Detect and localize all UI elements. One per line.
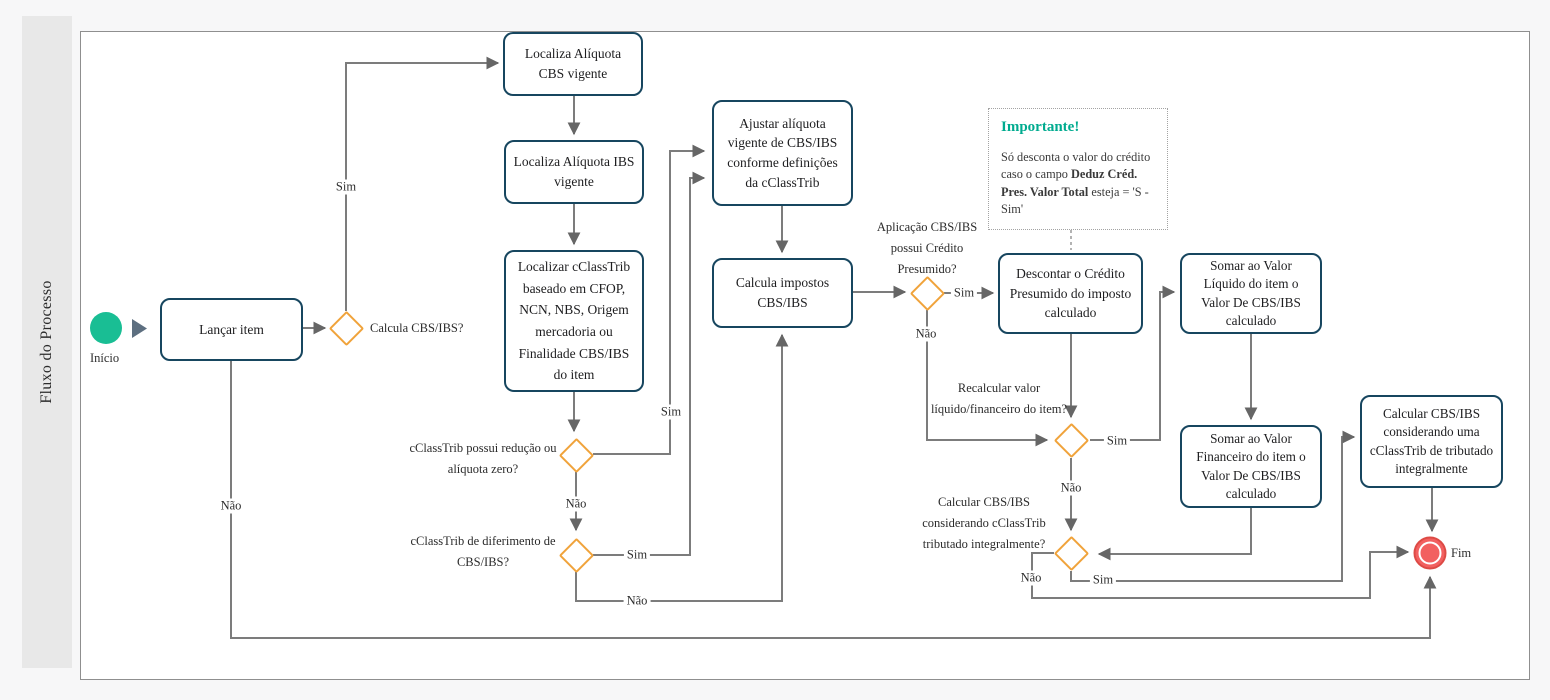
task-ajustar-aliquota: Ajustar alíquota vigente de CBS/IBS conf…	[712, 100, 853, 206]
question-tributado-integralmente: Calcular CBS/IBS considerando cClassTrib…	[922, 495, 1046, 551]
end-event-label: Fim	[1451, 546, 1472, 560]
task-calcular-cbs-ibs-integral: Calcular CBS/IBS considerando uma cClass…	[1360, 395, 1503, 488]
task-somar-valor-financeiro: Somar ao Valor Financeiro do item o Valo…	[1180, 425, 1322, 508]
edge-label-nao: Não	[217, 498, 245, 514]
task-somar-valor-liquido: Somar ao Valor Líquido do item o Valor D…	[1180, 253, 1322, 334]
question-credito-presumido: Aplicação CBS/IBS possui Crédito Presumi…	[876, 220, 978, 276]
edge-label-sim: Sim	[1089, 572, 1117, 588]
note-body: Só desconta o valor do crédito caso o ca…	[1001, 149, 1155, 219]
edge-label-nao: Não	[912, 326, 940, 342]
edge-label-sim: Sim	[950, 285, 978, 301]
task-descontar-credito: Descontar o Crédito Presumido do imposto…	[998, 253, 1143, 334]
edge-label-sim: Sim	[623, 547, 651, 563]
question-calcula-cbs-ibs: Calcula CBS/IBS?	[370, 321, 464, 335]
task-localiza-aliquota-cbs: Localiza Alíquota CBS vigente	[503, 32, 643, 96]
edge-label-nao: Não	[562, 496, 590, 512]
question-reducao-aliquota-zero: cClassTrib possui redução ou alíquota ze…	[409, 441, 557, 476]
task-calcula-impostos: Calcula impostos CBS/IBS	[712, 258, 853, 328]
swimlane-strip	[22, 16, 72, 668]
start-event-label: Início	[90, 351, 120, 365]
edge-label-nao: Não	[1017, 570, 1045, 586]
edge-label-sim: Sim	[332, 179, 360, 195]
task-localiza-aliquota-ibs: Localiza Alíquota IBS vigente	[504, 140, 644, 204]
task-localizar-cclasstrib: Localizar cClassTrib baseado em CFOP, NC…	[504, 250, 644, 392]
note-text-before: Só desconta o valor do crédito caso o ca…	[1001, 150, 1151, 182]
question-recalcular-valor: Recalcular valor líquido/financeiro do i…	[930, 381, 1068, 416]
question-diferimento: cClassTrib de diferimento de CBS/IBS?	[410, 534, 556, 569]
note-title: Importante!	[1001, 119, 1080, 135]
lane-title: Fluxo do Processo	[38, 280, 55, 404]
note-text-bold: Deduz Créd. Pres. Valor Total	[1001, 167, 1138, 199]
edge-label-nao: Não	[623, 593, 651, 609]
edge-label-nao: Não	[1057, 480, 1085, 496]
edge-label-sim: Sim	[657, 404, 685, 420]
note-text-after: esteja = 'S - Sim'	[1001, 184, 1149, 217]
note-importante: Importante! Só desconta o valor do crédi…	[988, 108, 1168, 230]
task-lancar-item: Lançar item	[160, 298, 303, 361]
edge-label-sim: Sim	[1103, 433, 1131, 449]
